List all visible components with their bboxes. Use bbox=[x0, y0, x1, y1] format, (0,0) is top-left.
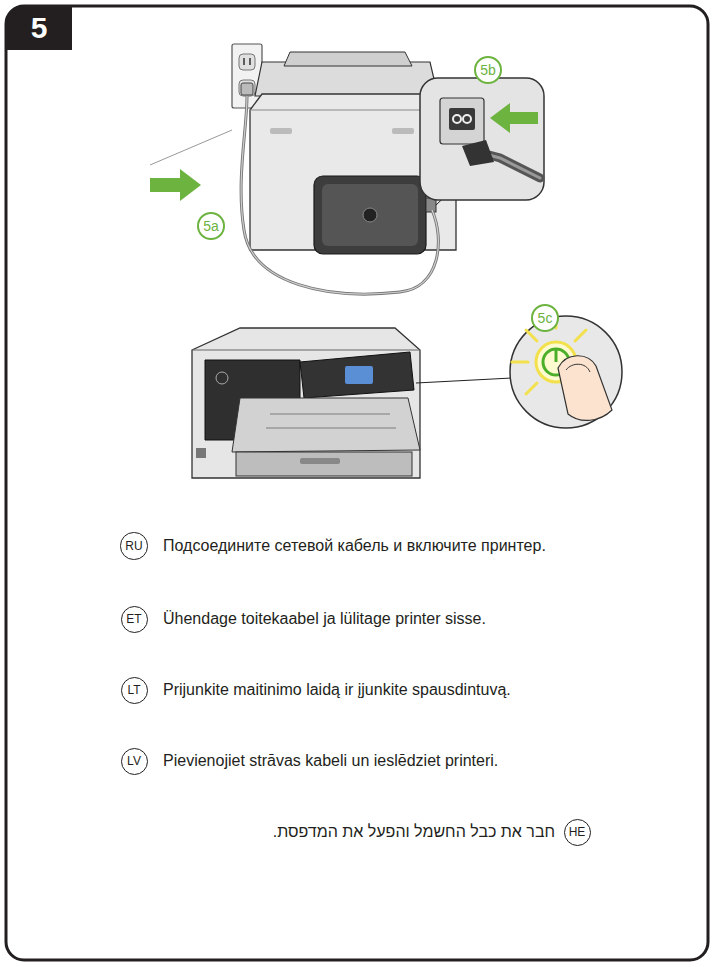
node-text: 5c bbox=[538, 311, 553, 325]
callout-number: 5c bbox=[531, 304, 559, 332]
callout-number: 5b bbox=[474, 56, 502, 84]
node-text: LV bbox=[127, 755, 141, 767]
language-code: LT bbox=[121, 677, 148, 704]
instruction-text: Prijunkite maitinimo laidą ir įjunkite s… bbox=[163, 680, 511, 699]
node-text: HE bbox=[569, 826, 586, 838]
instruction-text: חבר את כבל החשמל והפעל את המדפסת. bbox=[273, 822, 555, 841]
language-code: HE bbox=[564, 819, 591, 846]
instruction-text: Подсоедините сетевой кабель и включите п… bbox=[163, 536, 546, 555]
power-cord-illustration bbox=[150, 44, 544, 294]
page-frame bbox=[6, 6, 708, 960]
node-text: 5b bbox=[480, 63, 496, 77]
node-text: 5 bbox=[31, 13, 48, 43]
power-button-illustration bbox=[192, 312, 622, 478]
node-text: 5a bbox=[203, 219, 219, 233]
language-code: RU bbox=[120, 532, 147, 559]
node-text: RU bbox=[125, 540, 142, 552]
instruction-text: Ühendage toitekaabel ja lülitage printer… bbox=[163, 609, 486, 628]
language-code: LV bbox=[121, 748, 148, 775]
step-number: 5 bbox=[6, 6, 72, 50]
callout-number: 5a bbox=[197, 212, 225, 240]
language-code: ET bbox=[121, 606, 148, 633]
node-text: LT bbox=[127, 684, 140, 696]
instruction-text: Pievienojiet strāvas kabeli un ieslēdzie… bbox=[163, 751, 498, 770]
node-text: ET bbox=[126, 613, 141, 625]
